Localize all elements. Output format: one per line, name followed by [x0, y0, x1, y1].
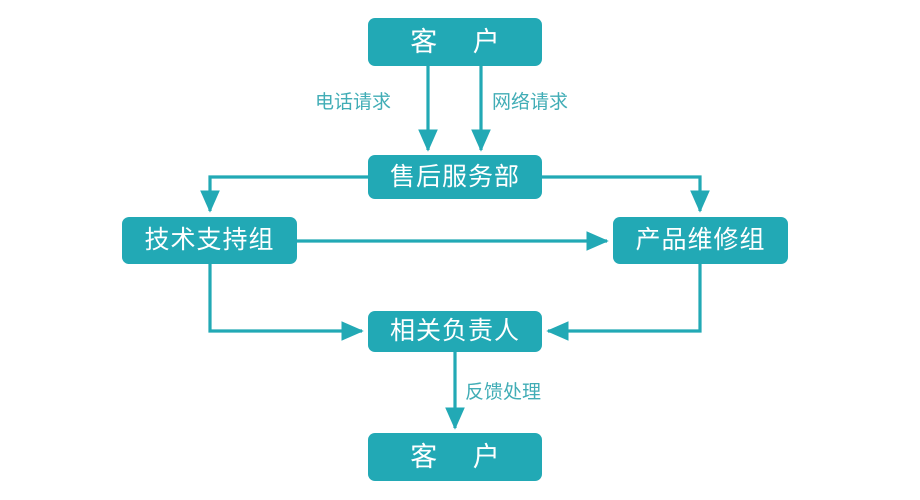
- node-responsible-person-label: 相关负责人: [389, 317, 520, 345]
- node-repair-team-label: 产品维修组: [635, 226, 766, 254]
- edge-repair-to-responsible: [546, 264, 702, 341]
- node-tech-support-label: 技术支持组: [144, 226, 275, 254]
- edge-tech-to-responsible: [208, 264, 364, 341]
- node-customer-top[interactable]: 客 户: [368, 18, 542, 66]
- node-customer-bottom-label: 客 户: [410, 441, 514, 472]
- edge-label-phone-request: 电话请求: [315, 92, 392, 113]
- edge-service-to-tech: [200, 175, 368, 213]
- edge-service-to-repair: [542, 175, 710, 213]
- edge-label-network-request: 网络请求: [492, 92, 569, 113]
- node-customer-top-label: 客 户: [410, 26, 514, 57]
- node-tech-support[interactable]: 技术支持组: [122, 217, 297, 264]
- node-service-dept-label: 售后服务部: [389, 162, 520, 191]
- node-customer-bottom[interactable]: 客 户: [368, 433, 542, 481]
- edge-label-feedback: 反馈处理: [465, 382, 542, 403]
- node-repair-team[interactable]: 产品维修组: [613, 217, 788, 264]
- node-responsible-person[interactable]: 相关负责人: [368, 311, 542, 352]
- node-service-dept[interactable]: 售后服务部: [368, 155, 542, 199]
